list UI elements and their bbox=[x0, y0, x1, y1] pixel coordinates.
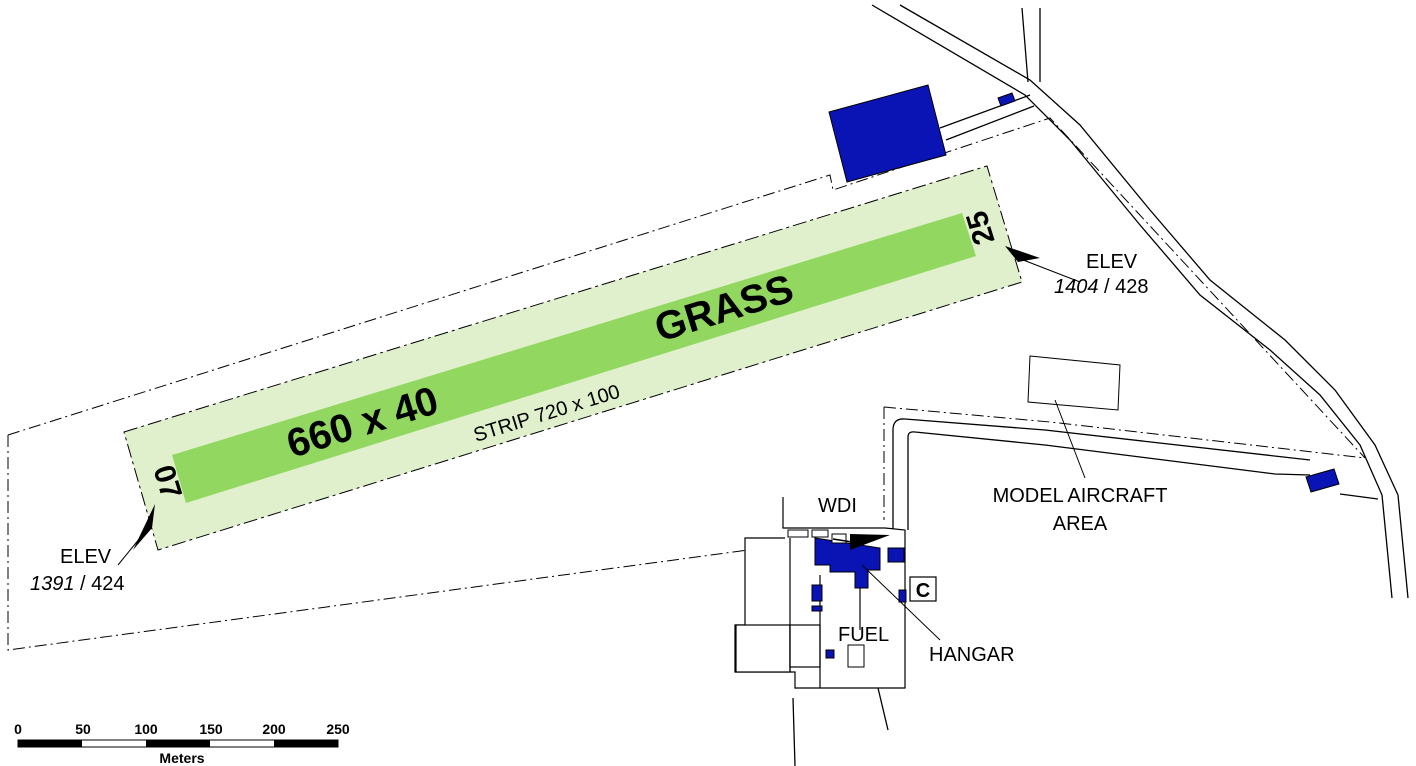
large-building bbox=[828, 84, 947, 183]
scale-tick-50: 50 bbox=[75, 721, 91, 737]
white-buildings bbox=[787, 529, 847, 544]
elev-meters-west: / 424 bbox=[75, 573, 125, 595]
scale-tick-0: 0 bbox=[14, 721, 22, 737]
hangar-building bbox=[814, 537, 881, 589]
customs-marker: C bbox=[909, 576, 937, 602]
threshold-arrow-07 bbox=[117, 504, 155, 566]
fuel-label: FUEL bbox=[838, 624, 889, 646]
wdi-label: WDI bbox=[818, 495, 857, 517]
model-aircraft-label-line1: MODEL AIRCRAFT bbox=[993, 485, 1168, 507]
scale-unit: Meters bbox=[159, 750, 204, 766]
wind-direction-indicator bbox=[832, 534, 890, 550]
elev-value-east: 1404 / 428 bbox=[1054, 276, 1149, 298]
buildings bbox=[811, 84, 1340, 659]
threshold-arrow-25 bbox=[1005, 246, 1081, 283]
elev-label-west: ELEV bbox=[60, 546, 112, 568]
elev-value-west: 1391 / 424 bbox=[30, 573, 125, 595]
aerodrome-boundary bbox=[7, 117, 1366, 651]
scale-tick-250: 250 bbox=[326, 721, 350, 737]
customs-label: C bbox=[916, 580, 930, 602]
scale-tick-200: 200 bbox=[262, 721, 286, 737]
runway-surface bbox=[172, 213, 976, 503]
elev-label-east: ELEV bbox=[1086, 251, 1138, 273]
small-building-north bbox=[997, 92, 1016, 107]
model-aircraft-label-line2: AREA bbox=[1053, 513, 1108, 535]
elev-feet-east: 1404 bbox=[1054, 276, 1099, 298]
fuel-tank bbox=[847, 644, 865, 668]
elev-feet-west: 1391 bbox=[30, 573, 75, 595]
scale-tick-150: 150 bbox=[199, 721, 223, 737]
scale-tick-100: 100 bbox=[134, 721, 158, 737]
model-aircraft-area bbox=[1027, 355, 1121, 411]
scale-bar: 0 50 100 150 200 250 Meters bbox=[14, 721, 350, 766]
hangar-label: HANGAR bbox=[929, 644, 1015, 666]
small-building-east bbox=[1305, 468, 1340, 493]
elev-meters-east: / 428 bbox=[1099, 276, 1149, 298]
